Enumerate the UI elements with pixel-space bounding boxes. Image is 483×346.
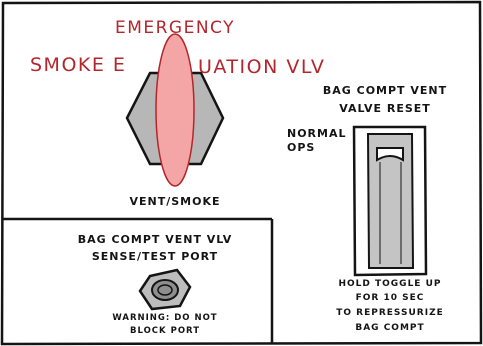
reset-instruction-line2: FOR 10 SEC <box>355 293 425 303</box>
reset-valve-title-line1: BAG COMPT VENT <box>322 84 448 97</box>
selector-title-left: SMOKE E <box>30 54 127 76</box>
test-port-title-line2: SENSE/TEST PORT <box>91 250 219 263</box>
reset-valve-title-line2: VALVE RESET <box>339 102 431 115</box>
reset-toggle-switch[interactable] <box>352 125 428 277</box>
selector-knob[interactable] <box>125 33 225 187</box>
reset-instruction-line1: HOLD TOGGLE UP <box>338 279 442 289</box>
normal-ops-label-line2: OPS <box>287 141 316 154</box>
port-inner <box>157 284 173 296</box>
toggle-lever <box>376 147 404 162</box>
knob-pointer <box>155 33 195 187</box>
test-port-warning-line2: BLOCK PORT <box>129 326 201 336</box>
selector-position-label: VENT/SMOKE <box>129 195 221 208</box>
reset-instruction-line3: TO REPRESSURIZE <box>336 308 444 318</box>
normal-ops-label-line1: NORMAL <box>287 127 347 140</box>
port-opening <box>151 279 179 301</box>
switch-body <box>366 133 415 269</box>
test-port-fitting <box>138 268 192 311</box>
test-port-warning-line1: WARNING: DO NOT <box>112 313 218 323</box>
test-port-title-line1: BAG COMPT VENT VLV <box>77 233 233 246</box>
selector-title-line1: EMERGENCY <box>114 18 236 38</box>
reset-instruction-line4: BAG COMPT <box>355 323 425 333</box>
selector-title-right: UATION VLV <box>198 56 326 78</box>
